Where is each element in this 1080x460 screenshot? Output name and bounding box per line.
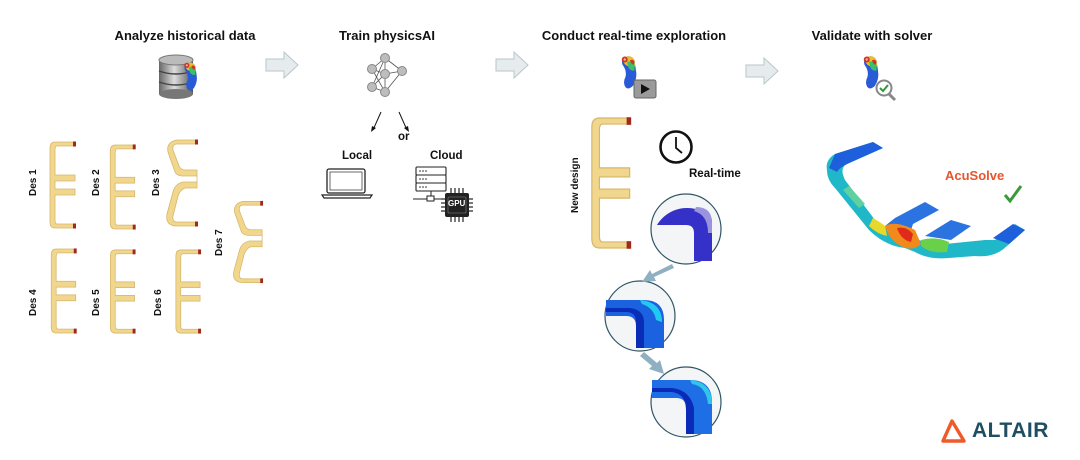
design-5-label: Des 5 [91,289,102,316]
step-title-explore: Conduct real-time exploration [541,28,727,43]
design-1-part [46,140,78,230]
step-title-train: Train physicsAI [338,28,436,43]
neural-network-icon [367,53,407,97]
or-label: or [398,131,410,143]
step-title-validate: Validate with solver [811,28,933,43]
flow-arrow-icon [495,51,529,79]
design-7-label: Des 7 [214,229,225,256]
stress-detail-circle-1 [650,193,722,265]
stress-detail-circle-2 [604,280,676,352]
altair-logo-icon [941,419,966,443]
design-3-part [162,138,200,228]
stress-detail-circle-3 [650,366,722,438]
checkmark-icon [1003,185,1023,204]
laptop-icon [320,168,374,199]
split-arrows-icon [371,111,409,132]
cloud-server-gpu-icon [413,166,473,222]
design-1-label: Des 1 [28,169,39,196]
design-6-label: Des 6 [153,289,164,316]
new-design-part [585,115,635,251]
design-3-label: Des 3 [151,169,162,196]
gpu-label: GPU [448,199,466,208]
zoom-arrow-icon [640,352,664,374]
flow-arrow-icon [265,51,299,79]
cloud-label: Cloud [430,150,463,162]
design-5-part [106,248,138,335]
validate-simulation-icon [863,56,897,102]
new-design-label: New design [570,157,581,213]
zoom-arrow-icon [642,264,674,282]
design-7-part [230,199,264,285]
local-label: Local [342,150,373,162]
acusolve-label: AcuSolve [945,168,1005,183]
realtime-label: Real-time [689,168,741,180]
acusolve-result-model [826,142,1025,259]
clock-icon [659,130,693,164]
design-2-part [106,143,138,231]
step-title-analyze: Analyze historical data [114,28,256,43]
database-icon [158,54,197,99]
design-2-label: Des 2 [91,169,102,196]
realtime-simulation-icon [621,56,657,99]
flow-arrow-icon [745,57,779,85]
altair-logo-text: ALTAIR [972,419,1049,442]
design-6-part [170,248,205,335]
design-4-part [46,247,80,335]
design-4-label: Des 4 [28,289,39,316]
